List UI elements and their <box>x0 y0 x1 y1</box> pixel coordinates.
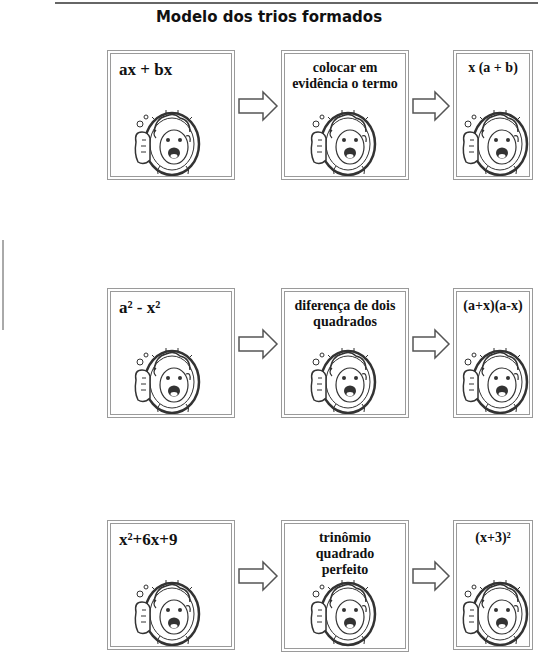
diagram-title: Modelo dos trios formados <box>0 8 538 26</box>
card-text: ax + bx <box>111 54 231 86</box>
block-arrow <box>239 330 277 358</box>
factoring-card: diferença de dois quadrados <box>281 288 409 418</box>
factoring-card: (x+3)² <box>453 520 533 650</box>
card-text: x (a + b) <box>457 54 529 82</box>
page-edge <box>3 240 4 330</box>
cartoon-face <box>135 348 199 413</box>
factoring-card: a² - x² <box>107 288 235 418</box>
block-arrow <box>239 92 277 120</box>
cartoon-face <box>463 580 527 645</box>
page-rule <box>55 2 538 4</box>
cartoon-face <box>311 348 375 413</box>
block-arrow <box>413 92 449 120</box>
cartoon-face <box>311 110 375 175</box>
block-arrow <box>413 562 449 590</box>
block-arrow <box>413 330 449 358</box>
block-arrow <box>239 562 277 590</box>
factoring-card: colocar em evidência o termo <box>281 50 409 180</box>
cartoon-face <box>135 110 199 175</box>
cartoon-face <box>311 580 375 645</box>
card-text: x²+6x+9 <box>111 524 231 556</box>
factoring-card: ax + bx <box>107 50 235 180</box>
card-text: diferença de dois quadrados <box>285 292 405 336</box>
factoring-card: trinômio quadrado perfeito <box>281 520 409 652</box>
factoring-card: x²+6x+9 <box>107 520 235 650</box>
card-text: colocar em evidência o termo <box>285 54 405 98</box>
cartoon-face <box>463 348 527 413</box>
cartoon-face <box>463 110 527 175</box>
factoring-card: x (a + b) <box>453 50 533 180</box>
cartoon-face <box>135 580 199 645</box>
card-text: (x+3)² <box>457 524 529 552</box>
factoring-card: (a+x)(a-x) <box>453 288 533 418</box>
card-text: trinômio quadrado perfeito <box>285 524 405 584</box>
card-text: a² - x² <box>111 292 231 324</box>
card-text: (a+x)(a-x) <box>457 292 529 320</box>
